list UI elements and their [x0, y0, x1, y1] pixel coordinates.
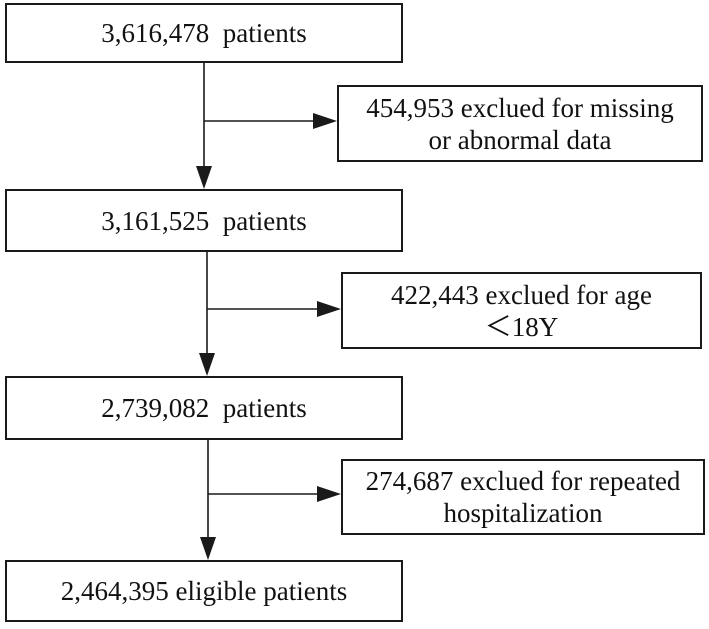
- step-label: 2,739,082 patients: [101, 393, 307, 423]
- arrow-right-3: [317, 486, 341, 502]
- arrow-down-2: [199, 353, 215, 376]
- step-box-total: 3,616,478 patients: [5, 3, 403, 63]
- exclusion-line: 422,443 exclued for age: [391, 279, 652, 310]
- step-label: 2,464,395 eligible patients: [60, 576, 348, 606]
- exclusion-box-age: 422,443 exclued for age ＜18Y: [341, 272, 702, 349]
- arrow-right-1: [313, 113, 337, 129]
- exclusion-line: or abnormal data: [428, 124, 612, 155]
- step-box-after-age: 2,739,082 patients: [5, 376, 403, 440]
- step-box-after-missing: 3,161,525 patients: [5, 189, 403, 252]
- step-label: 3,161,525 patients: [101, 205, 307, 236]
- exclusion-box-repeated: 274,687 exclued for repeated hospitaliza…: [341, 459, 705, 535]
- arrow-down-1: [196, 166, 212, 189]
- exclusion-line: 454,953 exclued for missing: [366, 92, 674, 123]
- step-label: 3,616,478 patients: [101, 18, 307, 48]
- exclusion-line: 274,687 exclued for repeated: [365, 466, 681, 496]
- exclusion-line: hospitalization: [443, 498, 603, 528]
- arrow-right-2: [317, 301, 341, 317]
- exclusion-box-missing-data: 454,953 exclued for missing or abnormal …: [337, 85, 703, 162]
- exclusion-line: ＜18Y: [484, 311, 559, 342]
- arrow-down-3: [200, 537, 216, 560]
- step-box-eligible: 2,464,395 eligible patients: [5, 560, 403, 622]
